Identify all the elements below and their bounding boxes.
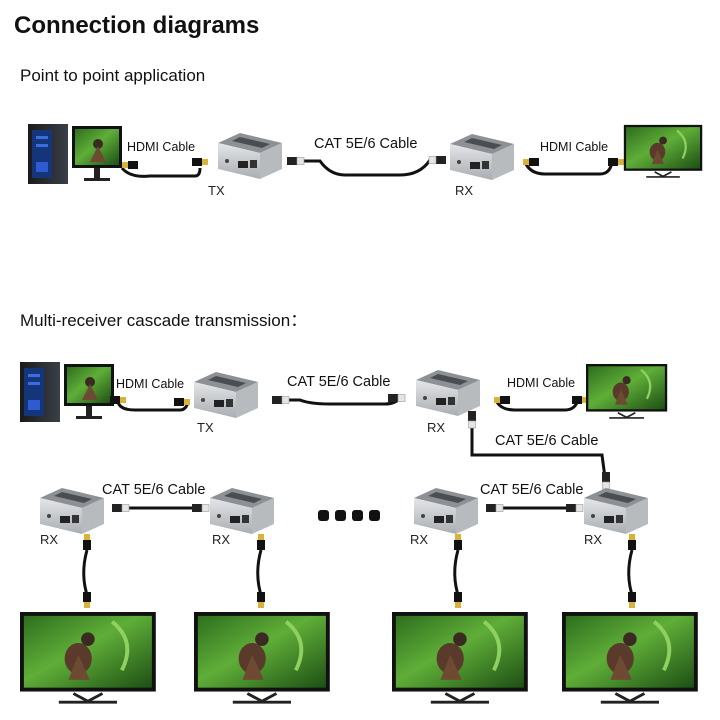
cat-cable-line	[300, 158, 435, 177]
rj45-plug-icon	[428, 155, 447, 165]
tx-label: TX	[208, 183, 225, 198]
hdmi-vertical-cable	[627, 534, 636, 608]
television-icon	[192, 610, 332, 705]
rx-extender-icon	[450, 134, 514, 180]
rj45-plug-icon	[191, 503, 210, 513]
tx-extender-icon	[218, 133, 282, 179]
rx-label: RX	[455, 183, 474, 198]
rj45-plug-icon	[387, 393, 406, 403]
section-title-cascade: Multi-receiver cascade transmission：	[20, 311, 308, 330]
hdmi-plug-icon	[523, 158, 539, 166]
rx-label: RX	[212, 532, 231, 547]
hdmi-cable-line	[120, 166, 202, 178]
rj45-plug-icon	[485, 503, 504, 513]
cat-cable-label: CAT 5E/6 Cable	[314, 136, 418, 152]
cat-cable-line	[285, 396, 402, 406]
hdmi-cable-line	[523, 161, 614, 176]
tx-extender-icon	[194, 372, 258, 418]
hdmi-plug-icon	[572, 396, 588, 404]
rj45-plug-icon	[601, 471, 611, 490]
hdmi-vertical-cable	[82, 534, 91, 608]
rx-label: RX	[410, 532, 429, 547]
cat-cable-line	[470, 418, 608, 486]
hdmi-plug-icon	[174, 398, 190, 406]
television-icon	[390, 610, 530, 705]
rx-extender-icon	[414, 488, 478, 534]
rj45-plug-icon	[286, 156, 305, 166]
hdmi-plug-icon	[494, 396, 510, 404]
rx-label: RX	[40, 532, 59, 547]
ellipsis-dots	[318, 510, 380, 521]
rj45-plug-icon	[111, 503, 130, 513]
rx-extender-icon	[210, 488, 274, 534]
hdmi-plug-icon	[110, 396, 126, 404]
television-icon	[584, 362, 669, 420]
hdmi-cable-line	[116, 401, 190, 412]
rx-extender-icon	[584, 488, 648, 534]
hdmi-plug-icon	[608, 158, 624, 166]
hdmi-cable-label: HDMI Cable	[540, 140, 609, 154]
tx-label: TX	[197, 420, 214, 435]
television-icon	[622, 123, 704, 179]
cat-cable-label: CAT 5E/6 Cable	[495, 433, 599, 449]
rj45-plug-icon	[565, 503, 584, 513]
rx-extender-icon	[416, 370, 480, 416]
hdmi-cable-line	[494, 399, 580, 412]
hdmi-cable-label: HDMI Cable	[127, 140, 196, 154]
pc-source	[20, 362, 114, 422]
hdmi-cable-label: HDMI Cable	[507, 376, 576, 390]
cat-cable-label: CAT 5E/6 Cable	[480, 482, 584, 498]
hdmi-vertical-cable	[256, 534, 265, 608]
rx-extender-icon	[40, 488, 104, 534]
hdmi-vertical-cable	[453, 534, 462, 608]
page-title: Connection diagrams	[14, 12, 260, 39]
hdmi-cable-label: HDMI Cable	[116, 377, 185, 391]
pc-source	[28, 124, 122, 184]
cat-cable-label: CAT 5E/6 Cable	[287, 374, 391, 390]
television-icon	[560, 610, 700, 705]
hdmi-plug-icon	[122, 161, 138, 169]
television-icon	[18, 610, 158, 705]
rj45-plug-icon	[467, 410, 477, 429]
cat-cable-label: CAT 5E/6 Cable	[102, 482, 206, 498]
rx-label: RX	[427, 420, 446, 435]
section-title-point-to-point: Point to point application	[20, 66, 206, 85]
rx-label: RX	[584, 532, 603, 547]
rj45-plug-icon	[271, 395, 290, 405]
hdmi-plug-icon	[192, 158, 208, 166]
